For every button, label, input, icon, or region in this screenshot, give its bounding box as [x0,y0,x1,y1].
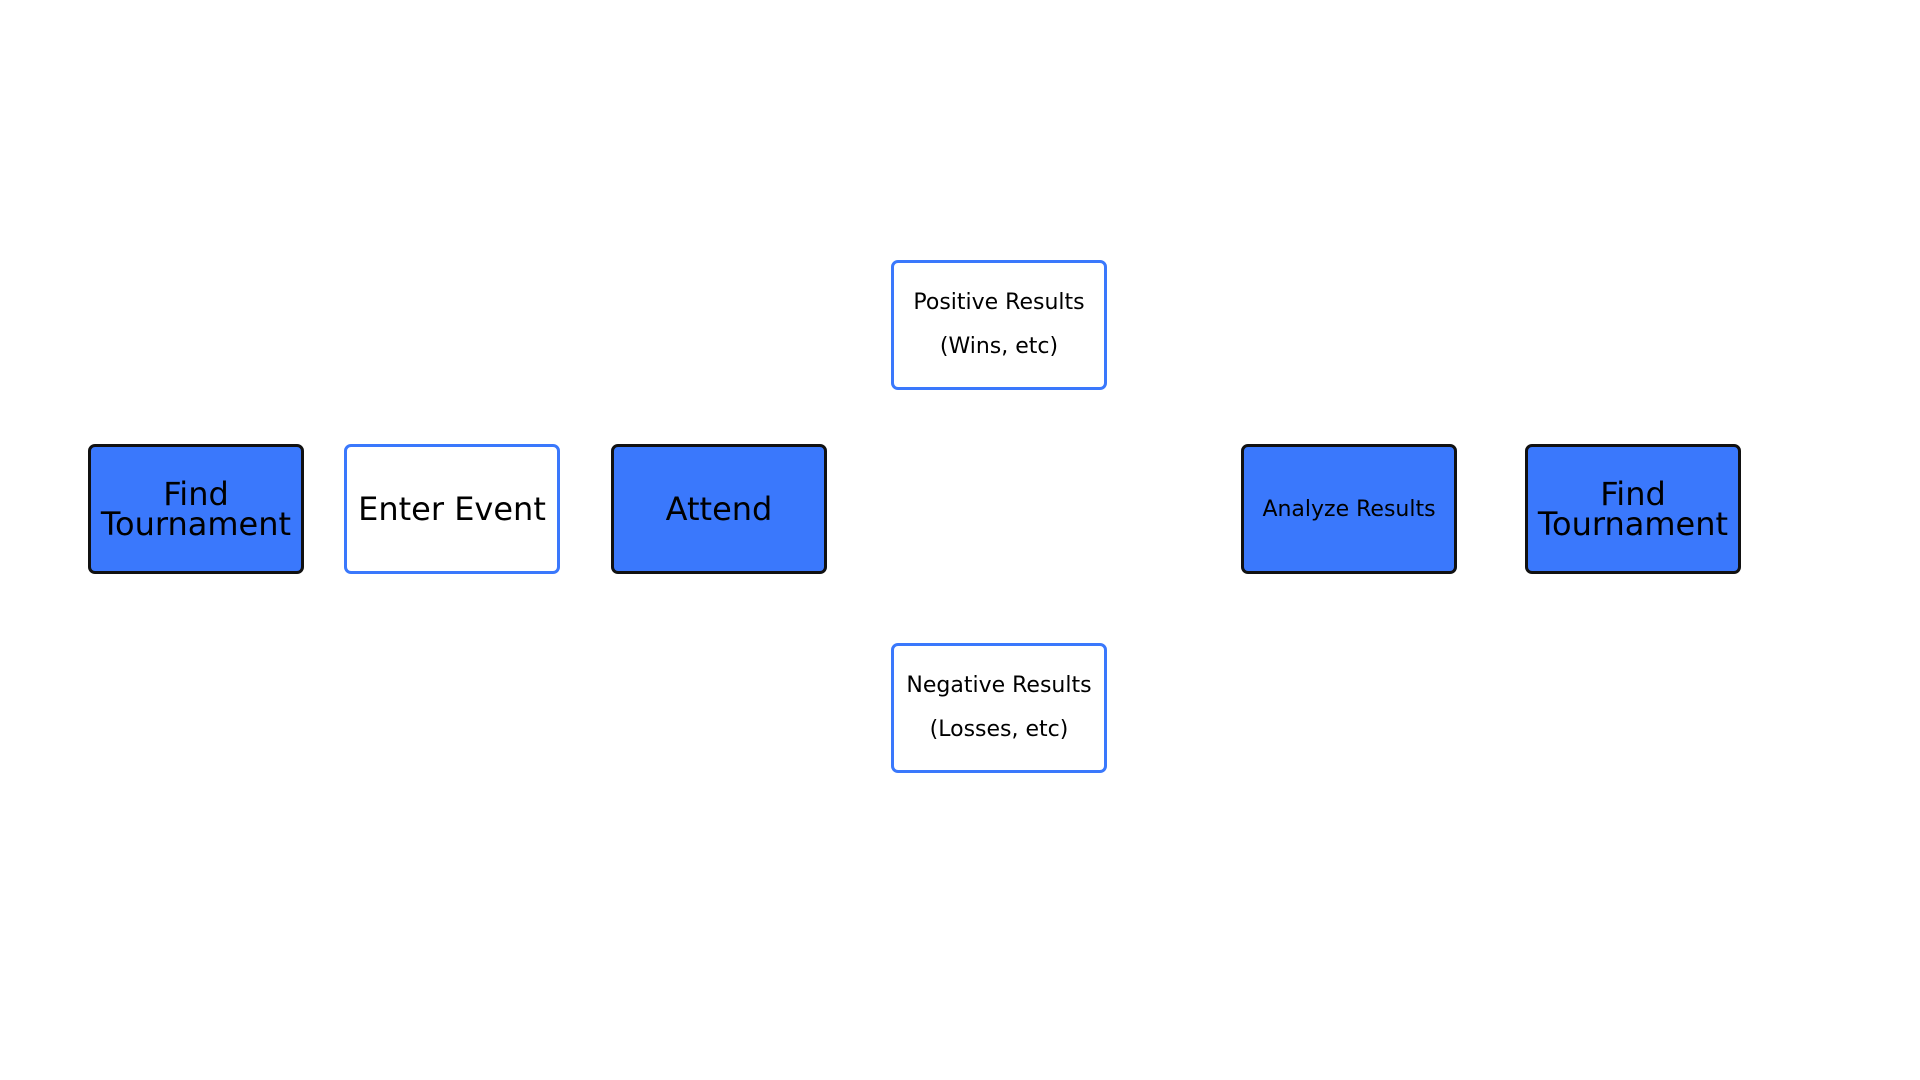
node-label-line: Find [1600,475,1666,513]
node-label-line: Negative Results [906,673,1092,698]
find-tournament-node: Find Tournament [1525,444,1741,574]
node-label-line: Tournament [1537,505,1729,543]
find-tournament-node: Find Tournament [88,444,304,574]
node-label-line: Enter Event [358,490,546,528]
attend-node: Attend [611,444,827,574]
node-label-line: Positive Results [913,290,1085,315]
positive-results-node: Positive Results (Wins, etc) [891,260,1107,390]
node-label-line: Attend [665,490,773,528]
node-label-line: Analyze Results [1262,496,1436,522]
node-label-line: Find [163,475,229,513]
negative-results-node: Negative Results (Losses, etc) [891,643,1107,773]
node-label-line: (Losses, etc) [929,717,1069,742]
node-label-line: Tournament [100,505,292,543]
analyze-results-node: Analyze Results [1241,444,1457,574]
enter-event-node: Enter Event [344,444,560,574]
node-label-line: (Wins, etc) [939,334,1059,359]
